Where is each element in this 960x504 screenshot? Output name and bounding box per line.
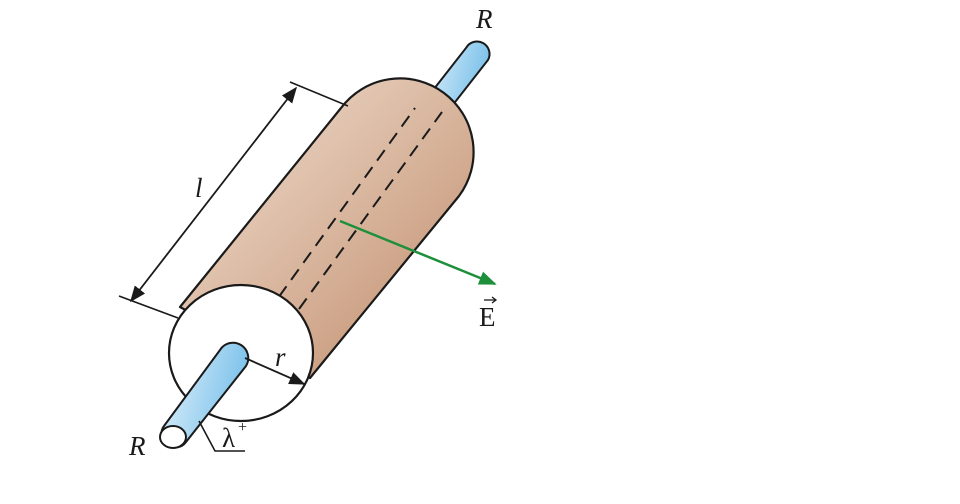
length-extension-bottom <box>118 295 179 319</box>
length-arrow <box>130 86 297 303</box>
charge-leader-line <box>198 420 245 452</box>
wire-top-label: R <box>475 4 493 34</box>
wire-bottom-label: R <box>128 431 146 461</box>
charge-symbol: λ <box>222 423 235 453</box>
field-arrow <box>339 219 497 286</box>
radius-arrow <box>244 357 306 385</box>
field-vector-arrow-icon <box>484 296 498 304</box>
radius-label: r <box>275 342 286 372</box>
length-extension-top <box>289 81 349 107</box>
charge-sign: + <box>238 419 247 436</box>
length-label: l <box>195 173 203 203</box>
field-label: E <box>479 302 496 332</box>
bottom-wire-end <box>159 425 187 449</box>
